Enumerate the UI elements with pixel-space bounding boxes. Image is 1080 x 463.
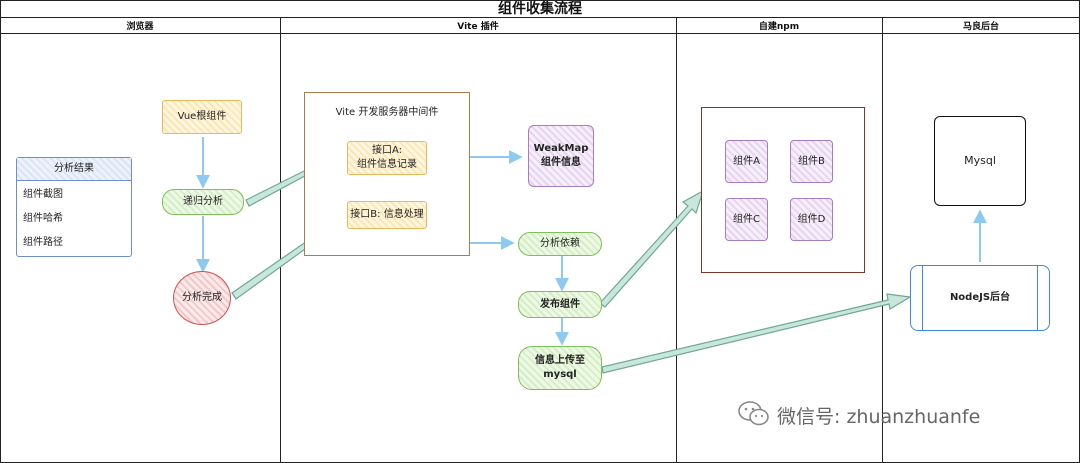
analyze-dependencies: 分析依赖 [518, 232, 602, 256]
vite-server-title: Vite 开发服务器中间件 [335, 107, 439, 118]
component-c: 组件C [725, 198, 768, 241]
thick-arrow-upload-to-nodejs [601, 293, 912, 374]
analysis-result-item: 组件哈希 [23, 213, 63, 224]
mysql-database: Mysql [934, 116, 1026, 206]
api-a-record: 接口A: 组件信息记录 [347, 141, 427, 175]
analysis-result-item: 组件路径 [23, 237, 63, 248]
vue-root-component: Vue根组件 [162, 100, 242, 134]
component-a: 组件A [725, 140, 768, 183]
lane-header-npm: 自建npm [676, 18, 882, 34]
diagram-title: 组件收集流程 [0, 0, 1080, 18]
watermark-text: 微信号: zhuanzhuanfe [777, 406, 981, 428]
component-d: 组件D [790, 198, 833, 241]
thick-arrow-publish-to-npm [599, 189, 705, 308]
nodejs-backend: NodeJS后台 [910, 265, 1050, 331]
npm-registry-box [701, 107, 865, 273]
lane-header-browser: 浏览器 [0, 18, 280, 34]
analysis-result-panel: 分析结果 组件截图 组件哈希 组件路径 [16, 157, 132, 257]
recursive-analysis: 递归分析 [162, 189, 244, 215]
analysis-complete: 分析完成 [173, 271, 231, 325]
upload-to-mysql: 信息上传至 mysql [518, 346, 602, 390]
analysis-result-title: 分析结果 [17, 158, 131, 181]
api-b-process: 接口B: 信息处理 [347, 201, 427, 229]
analysis-result-item: 组件截图 [23, 189, 63, 200]
publish-component: 发布组件 [518, 291, 602, 318]
nodejs-side-line [922, 265, 923, 331]
lane-divider [676, 18, 677, 463]
lane-divider [280, 18, 281, 463]
wechat-icon [737, 400, 771, 428]
nodejs-side-line [1037, 265, 1038, 331]
weakmap-store: WeakMap 组件信息 [528, 125, 594, 187]
lane-header-backend: 马良后台 [882, 18, 1080, 34]
lane-header-vite: Vite 插件 [280, 18, 676, 34]
lane-divider [882, 18, 883, 463]
component-b: 组件B [790, 140, 833, 183]
